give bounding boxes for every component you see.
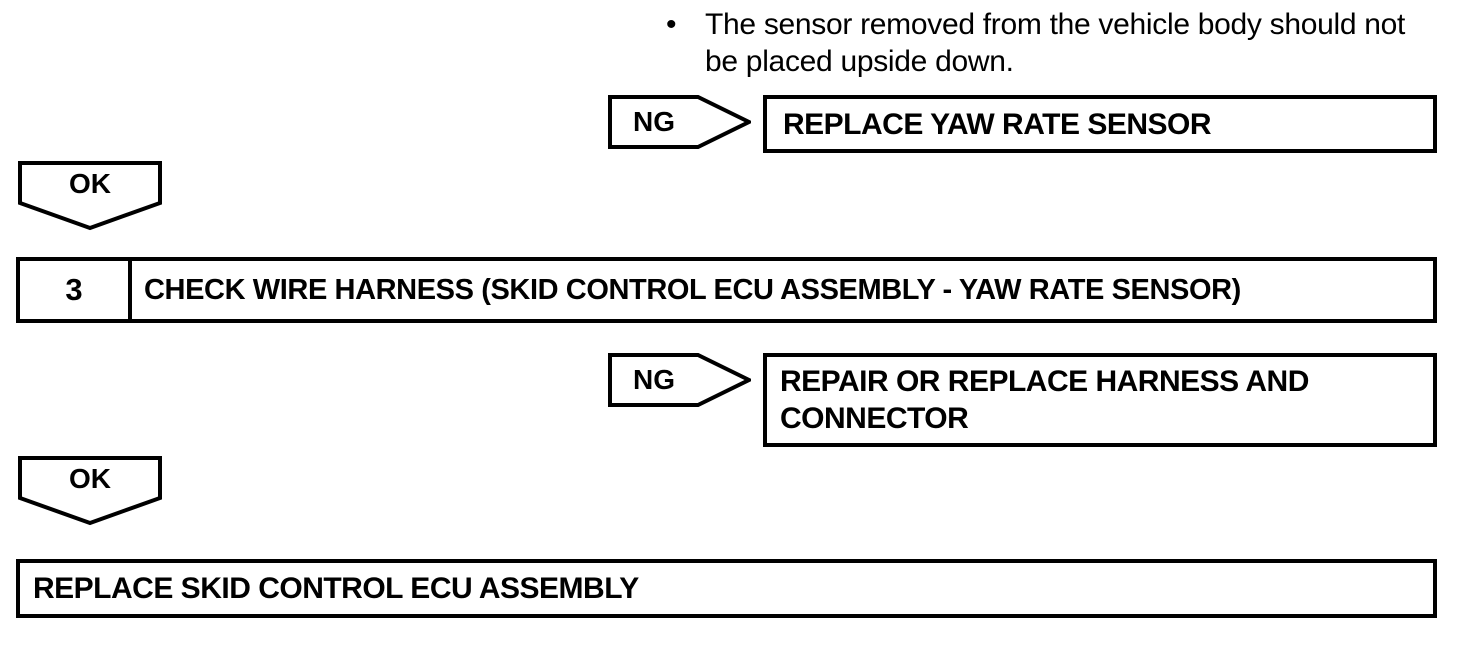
note-bullet-marker: •: [666, 8, 677, 41]
step-number: 3: [20, 261, 132, 319]
ng-connector-2-label: NG: [633, 364, 675, 395]
ok-arrow-icon: [18, 161, 162, 231]
step-title: CHECK WIRE HARNESS (SKID CONTROL ECU ASS…: [144, 273, 1241, 306]
ng-connector-1: NG: [608, 95, 751, 149]
action-box-replace-yaw-rate-sensor-label: REPLACE YAW RATE SENSOR: [783, 107, 1212, 141]
ok-connector-2: OK: [18, 456, 162, 526]
action-box-replace-yaw-rate-sensor: REPLACE YAW RATE SENSOR: [763, 95, 1437, 153]
ok-connector-2-label: OK: [69, 463, 111, 494]
action-box-repair-harness: REPAIR OR REPLACE HARNESS AND CONNECTOR: [763, 353, 1437, 447]
ng-connector-1-label: NG: [633, 106, 675, 137]
ok-connector-1-label: OK: [69, 168, 111, 199]
note-line-2: be placed upside down.: [705, 45, 1014, 78]
action-box-replace-ecu: REPLACE SKID CONTROL ECU ASSEMBLY: [16, 559, 1437, 618]
note-line-1: The sensor removed from the vehicle body…: [705, 8, 1406, 41]
ok-arrow-icon: [18, 456, 162, 526]
action-box-repair-harness-label: REPAIR OR REPLACE HARNESS AND CONNECTOR: [780, 363, 1309, 437]
note-text: The sensor removed from the vehicle body…: [705, 6, 1450, 80]
ok-connector-1: OK: [18, 161, 162, 231]
ng-connector-2: NG: [608, 353, 751, 407]
action-box-replace-ecu-label: REPLACE SKID CONTROL ECU ASSEMBLY: [33, 572, 639, 605]
repair-harness-line-1: REPAIR OR REPLACE HARNESS AND: [780, 365, 1309, 398]
ng-arrow-icon: [608, 95, 751, 149]
repair-harness-line-2: CONNECTOR: [780, 402, 969, 435]
ng-arrow-icon: [608, 353, 751, 407]
step-box-3: 3 CHECK WIRE HARNESS (SKID CONTROL ECU A…: [16, 257, 1437, 323]
